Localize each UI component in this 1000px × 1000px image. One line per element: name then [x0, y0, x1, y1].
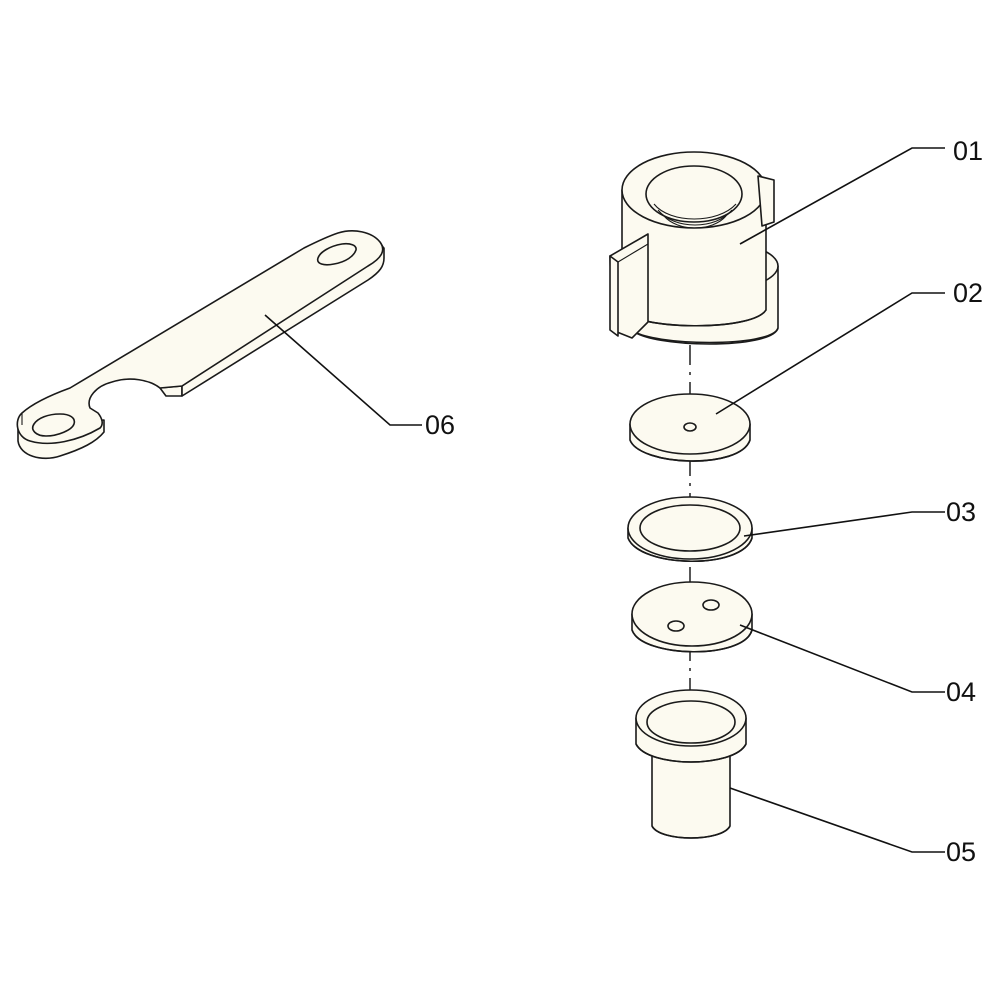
- part-02-disc: [629, 393, 751, 462]
- callout-02: 02: [953, 278, 983, 308]
- leader-lines: [264, 147, 945, 853]
- callout-05: 05: [946, 837, 976, 867]
- part-04-two-hole-disc: [631, 581, 753, 653]
- callout-06: 06: [425, 410, 455, 440]
- part-05-bushing: [635, 689, 747, 839]
- callout-04: 04: [946, 677, 976, 707]
- callout-03: 03: [946, 497, 976, 527]
- callout-01: 01: [953, 136, 983, 166]
- part-01-nut-body: [609, 151, 779, 345]
- part-03-ring: [627, 496, 753, 562]
- part-06-spanner-wrench: [16, 230, 385, 460]
